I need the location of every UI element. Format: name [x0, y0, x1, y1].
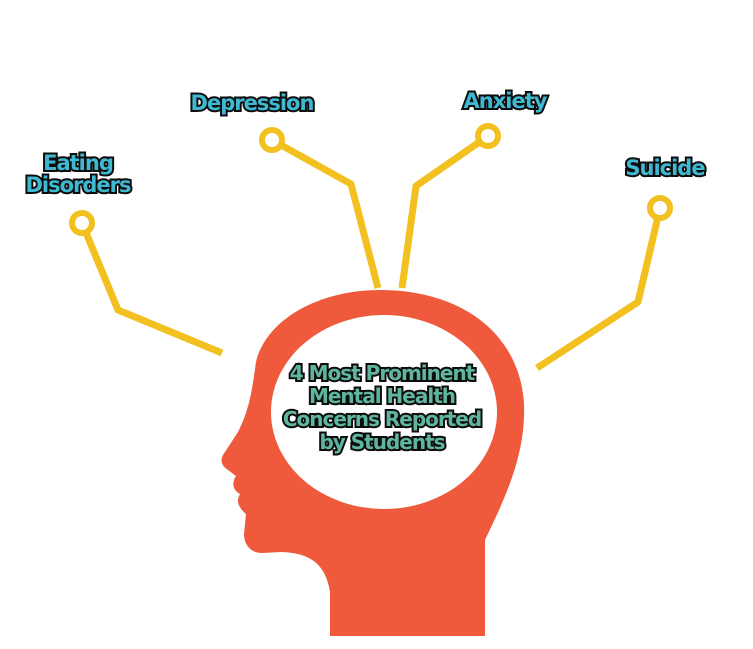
label-anxiety: Anxiety: [462, 88, 550, 114]
connector-eating-disorders: [69, 210, 224, 357]
label-eating-disorders: Eating Disorders: [23, 150, 133, 198]
connector-dot: [259, 127, 285, 153]
label-depression: Depression: [189, 90, 317, 116]
center-title: 4 Most Prominent Mental Health Concerns …: [281, 360, 484, 456]
connector-suicide: [535, 195, 673, 371]
connector-depression: [259, 127, 382, 289]
brain-area: [271, 315, 497, 509]
connector-dot: [475, 123, 501, 149]
connector-line: [398, 133, 490, 289]
connector-line: [535, 207, 664, 371]
connector-anxiety: [398, 123, 501, 289]
connector-line: [78, 221, 224, 357]
connector-dot: [647, 195, 673, 221]
label-suicide: Suicide: [623, 155, 707, 181]
connector-line: [270, 136, 382, 289]
connector-dot: [69, 210, 95, 236]
